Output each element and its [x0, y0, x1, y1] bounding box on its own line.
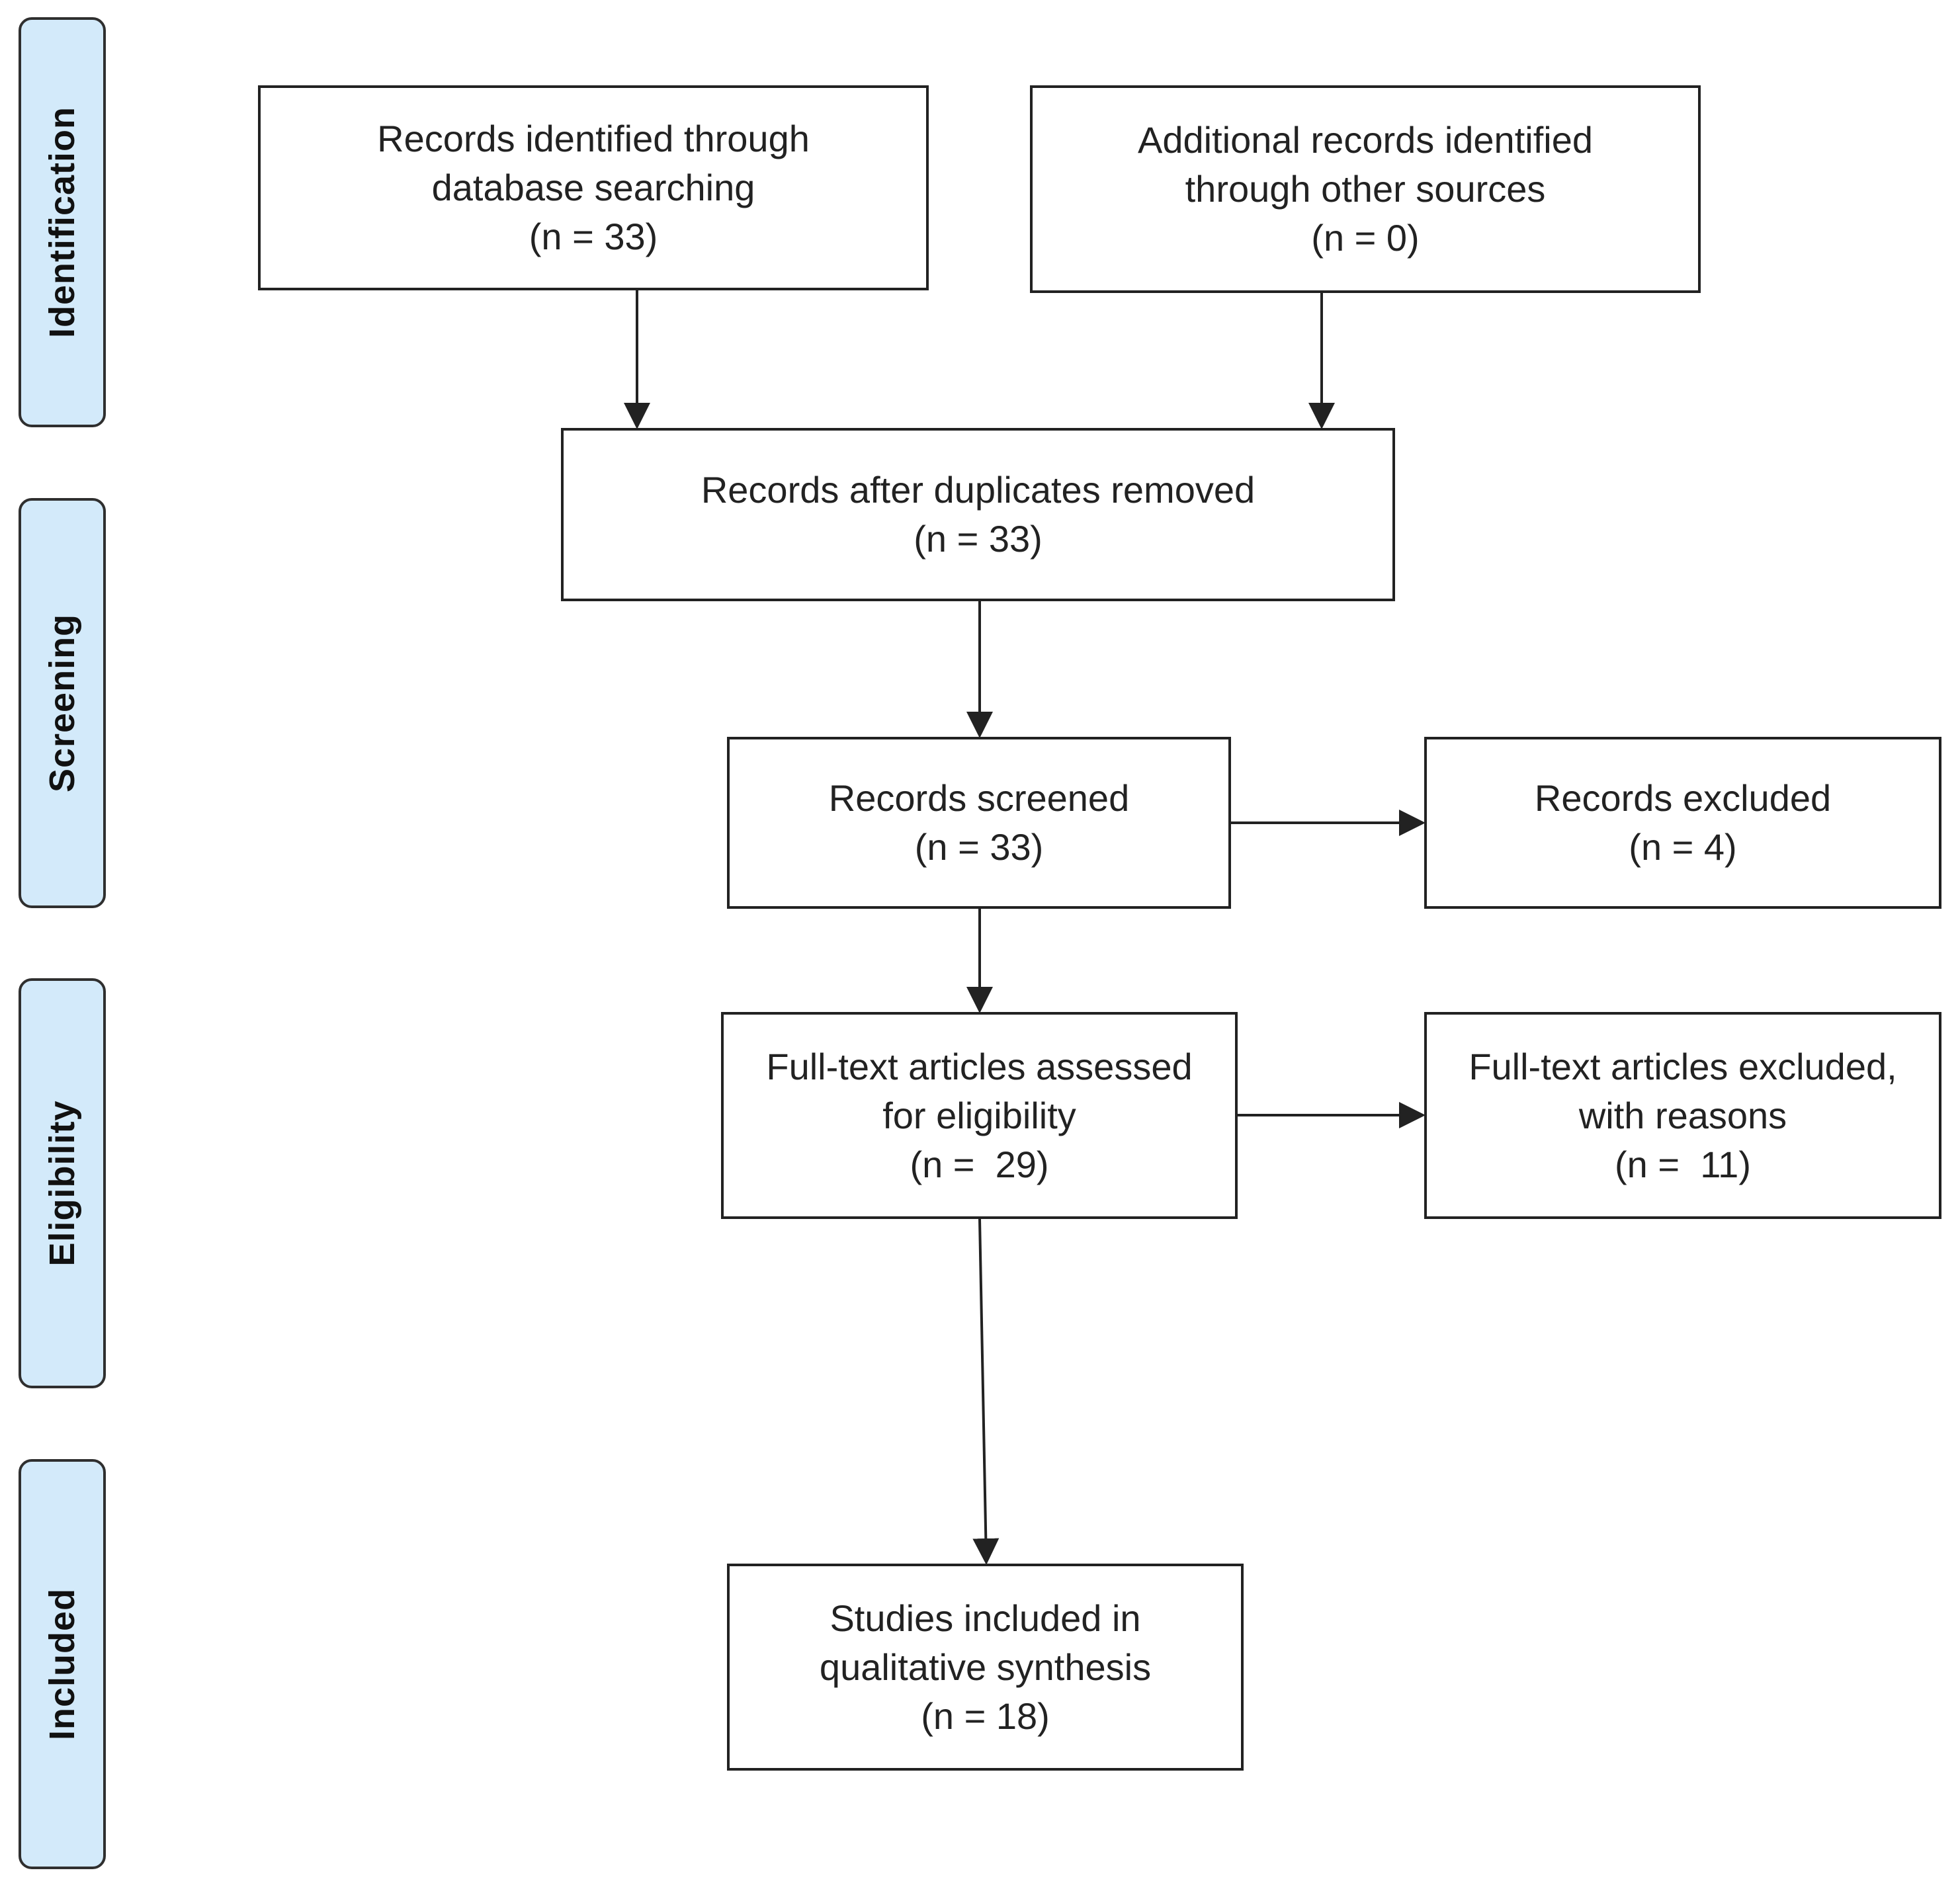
box-count: (n = 18)	[921, 1695, 1050, 1737]
box-fulltext-assessed: Full-text articles assessed for eligibil…	[721, 1012, 1238, 1219]
box-duplicates-removed: Records after duplicates removed (n = 33…	[561, 428, 1395, 601]
box-text-line: Full-text articles excluded,	[1469, 1045, 1897, 1087]
box-text-line: Records screened	[828, 777, 1130, 819]
box-text-line: database searching	[431, 167, 755, 208]
box-text-line: with reasons	[1578, 1094, 1787, 1136]
box-text-line: qualitative synthesis	[819, 1646, 1152, 1688]
box-text-line: through other sources	[1185, 168, 1546, 210]
box-included-studies: Studies included in qualitative synthesi…	[727, 1564, 1244, 1771]
box-text-line: Records after duplicates removed	[701, 469, 1256, 511]
box-fulltext-excluded: Full-text articles excluded, with reason…	[1424, 1012, 1941, 1219]
box-count: (n = 4)	[1629, 826, 1737, 868]
box-text-line: Studies included in	[830, 1597, 1141, 1639]
box-other-sources: Additional records identified through ot…	[1030, 85, 1701, 293]
arrow-fulltext-to-included	[972, 1218, 1000, 1565]
phase-included: Included	[19, 1459, 106, 1869]
box-records-excluded: Records excluded (n = 4)	[1424, 737, 1941, 909]
box-text-line: Additional records identified	[1138, 119, 1593, 161]
box-text-line: Records identified through	[377, 118, 810, 159]
box-count: (n = 11)	[1615, 1143, 1751, 1185]
box-count: (n = 0)	[1311, 217, 1420, 259]
box-count: (n = 29)	[910, 1143, 1049, 1185]
box-count: (n = 33)	[529, 216, 658, 257]
box-count: (n = 33)	[914, 826, 1044, 868]
box-text-line: Records excluded	[1534, 777, 1832, 819]
box-text-line: for eligibility	[882, 1094, 1076, 1136]
box-records-screened: Records screened (n = 33)	[727, 737, 1231, 909]
box-database-searching: Records identified through database sear…	[258, 85, 929, 290]
phase-eligibility: Eligibility	[19, 978, 106, 1388]
phase-screening: Screening	[19, 498, 106, 908]
phase-identification: Identification	[19, 17, 106, 427]
box-text-line: Full-text articles assessed	[766, 1045, 1193, 1087]
box-count: (n = 33)	[914, 518, 1043, 560]
